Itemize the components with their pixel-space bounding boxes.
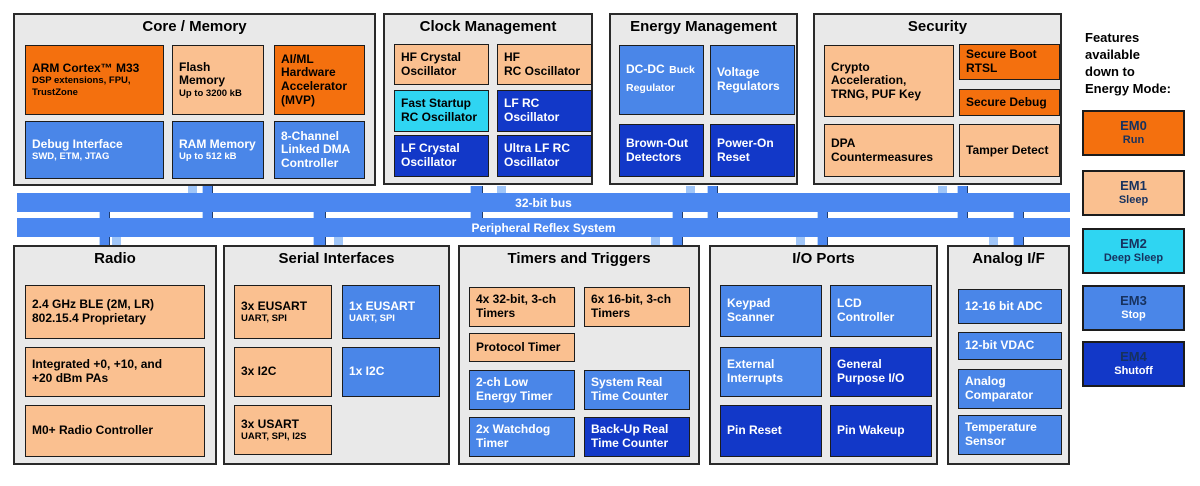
aiml-accelerator-box: AI/ML Hardware Accelerator (MVP): [274, 45, 365, 115]
i2c-1x-box: 1x I2C: [342, 347, 440, 397]
timers-32bit-box: 4x 32-bit, 3-ch Timers: [469, 287, 575, 327]
i2c-3x-box: 3x I2C: [234, 347, 332, 397]
fast-startup-rc-oscillator-box: Fast Startup RC Oscillator: [394, 90, 489, 132]
block-security: Security Crypto Acceleration, TRNG, PUF …: [813, 13, 1062, 185]
adc-box: 12-16 bit ADC: [958, 289, 1062, 324]
legend-em2-deep-sleep: EM2 Deep Sleep: [1082, 228, 1185, 274]
block-title-timers-and-triggers: Timers and Triggers: [507, 250, 651, 267]
flash-memory-box: Flash Memory Up to 3200 kB: [172, 45, 264, 115]
block-title-analog-if: Analog I/F: [972, 250, 1045, 267]
legend-em3-stop: EM3 Stop: [1082, 285, 1185, 331]
ram-memory-box: RAM Memory Up to 512 kB: [172, 121, 264, 179]
pin-wakeup-box: Pin Wakeup: [830, 405, 932, 457]
lf-crystal-oscillator-box: LF Crystal Oscillator: [394, 135, 489, 177]
lf-rc-oscillator-box: LF RC Oscillator: [497, 90, 592, 132]
ultra-lf-rc-oscillator-box: Ultra LF RC Oscillator: [497, 135, 592, 177]
hf-crystal-oscillator-box: HF Crystal Oscillator: [394, 44, 489, 85]
lcd-controller-box: LCD Controller: [830, 285, 932, 337]
block-serial-interfaces: Serial Interfaces 3x EUSART UART, SPI 1x…: [223, 245, 450, 465]
secure-debug-box: Secure Debug: [959, 89, 1060, 116]
block-clock-management: Clock Management HF Crystal Oscillator H…: [383, 13, 593, 185]
gpio-box: General Purpose I/O: [830, 347, 932, 397]
bus-connector: [989, 232, 998, 245]
block-analog-if: Analog I/F 12-16 bit ADC 12-bit VDAC Ana…: [947, 245, 1070, 465]
ble-radio-box: 2.4 GHz BLE (2M, LR) 802.15.4 Proprietar…: [25, 285, 205, 339]
usart-3x-box: 3x USART UART, SPI, I2S: [234, 405, 332, 455]
bus-connector: [651, 232, 660, 245]
pin-reset-box: Pin Reset: [720, 405, 822, 457]
crypto-acceleration-box: Crypto Acceleration, TRNG, PUF Key: [824, 45, 954, 117]
dpa-countermeasures-box: DPA Countermeasures: [824, 124, 954, 177]
block-title-clock-management: Clock Management: [419, 18, 557, 35]
system-rtc-box: System Real Time Counter: [584, 370, 690, 410]
block-title-core-memory: Core / Memory: [142, 18, 247, 35]
vdac-box: 12-bit VDAC: [958, 332, 1062, 360]
voltage-regulators-box: Voltage Regulators: [710, 45, 795, 115]
arm-cortex-m33-box: ARM Cortex™ M33 DSP extensions, FPU, Tru…: [25, 45, 164, 115]
block-energy-management: Energy Management DC-DC Buck Regulator V…: [609, 13, 798, 185]
radio-controller-box: M0+ Radio Controller: [25, 405, 205, 457]
bus-peripheral-reflex-system: Peripheral Reflex System: [17, 218, 1070, 237]
brown-out-detectors-box: Brown-Out Detectors: [619, 124, 704, 177]
tamper-detect-box: Tamper Detect: [959, 124, 1060, 177]
hf-rc-oscillator-box: HF RC Oscillator: [497, 44, 592, 85]
watchdog-timer-box: 2x Watchdog Timer: [469, 417, 575, 457]
block-title-serial-interfaces: Serial Interfaces: [278, 250, 395, 267]
block-title-security: Security: [907, 18, 968, 35]
keypad-scanner-box: Keypad Scanner: [720, 285, 822, 337]
block-core-memory: Core / Memory ARM Cortex™ M33 DSP extens…: [13, 13, 376, 186]
eusart-3x-box: 3x EUSART UART, SPI: [234, 285, 332, 339]
backup-rtc-box: Back-Up Real Time Counter: [584, 417, 690, 457]
block-radio: Radio 2.4 GHz BLE (2M, LR) 802.15.4 Prop…: [13, 245, 217, 465]
legend-heading: Features available down to Energy Mode:: [1085, 30, 1171, 96]
low-energy-timer-box: 2-ch Low Energy Timer: [469, 370, 575, 410]
debug-interface-box: Debug Interface SWD, ETM, JTAG: [25, 121, 164, 179]
power-on-reset-box: Power-On Reset: [710, 124, 795, 177]
block-title-io-ports: I/O Ports: [792, 250, 855, 267]
external-interrupts-box: External Interrupts: [720, 347, 822, 397]
temperature-sensor-box: Temperature Sensor: [958, 415, 1062, 455]
timers-16bit-box: 6x 16-bit, 3-ch Timers: [584, 287, 690, 327]
block-title-energy-management: Energy Management: [630, 18, 777, 35]
bus-connector: [112, 232, 121, 245]
block-timers-and-triggers: Timers and Triggers 4x 32-bit, 3-ch Time…: [458, 245, 700, 465]
bus-connector: [334, 232, 343, 245]
dcdc-buck-regulator-box: DC-DC Buck Regulator: [619, 45, 704, 115]
eusart-1x-box: 1x EUSART UART, SPI: [342, 285, 440, 339]
protocol-timer-box: Protocol Timer: [469, 333, 575, 362]
analog-comparator-box: Analog Comparator: [958, 369, 1062, 409]
secure-boot-box: Secure Boot RTSL: [959, 44, 1060, 80]
pa-box: Integrated +0, +10, and +20 dBm PAs: [25, 347, 205, 397]
legend-em1-sleep: EM1 Sleep: [1082, 170, 1185, 216]
bus-prs-label: Peripheral Reflex System: [471, 220, 616, 235]
bus-32bit: 32-bit bus: [17, 193, 1070, 212]
bus-32bit-label: 32-bit bus: [515, 195, 572, 210]
legend-em0-run: EM0 Run: [1082, 110, 1185, 156]
bus-connector: [796, 232, 805, 245]
dma-controller-box: 8-Channel Linked DMA Controller: [274, 121, 365, 179]
block-io-ports: I/O Ports Keypad Scanner LCD Controller …: [709, 245, 938, 465]
block-title-radio: Radio: [94, 250, 136, 267]
legend-em4-shutoff: EM4 Shutoff: [1082, 341, 1185, 387]
